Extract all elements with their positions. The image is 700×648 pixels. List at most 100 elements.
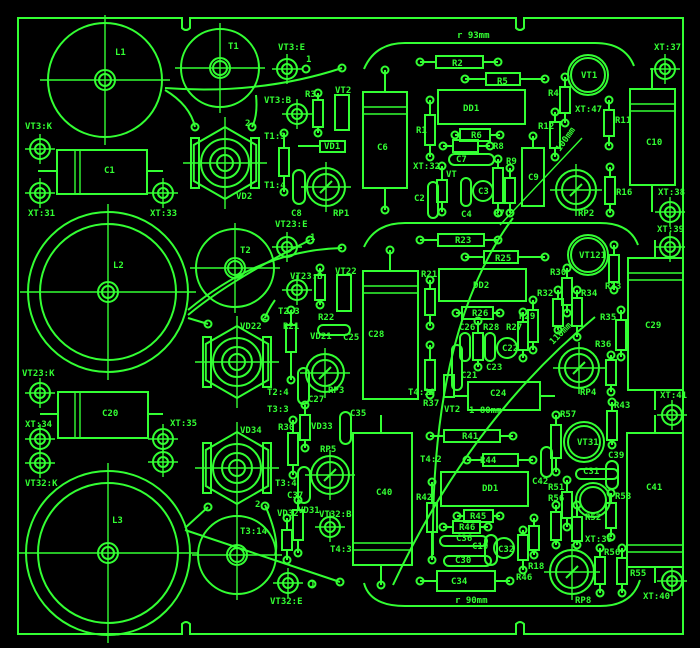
winding-lead xyxy=(187,239,311,316)
label-vd34: VD34 xyxy=(240,426,262,436)
capacitor-c21 xyxy=(451,344,463,391)
label-r9: R9 xyxy=(506,157,517,167)
label-r29: R29 xyxy=(519,312,535,322)
solder-pad xyxy=(301,64,311,74)
solder-pad xyxy=(493,57,503,67)
label-vt3-k: VT3:K xyxy=(25,122,53,132)
label-vt32-e: VT32:E xyxy=(270,597,303,607)
label-t4-10: T4:10 xyxy=(408,388,435,398)
label-r57: R57 xyxy=(560,410,576,420)
capacitor-c40 xyxy=(352,432,413,566)
solder-pad xyxy=(203,319,213,329)
components xyxy=(18,15,687,643)
solder-pad xyxy=(605,208,615,218)
label-rp3: RP3 xyxy=(328,386,344,396)
resistor-r2 xyxy=(435,55,484,69)
label-c23: C23 xyxy=(486,363,502,373)
diode-vd33 xyxy=(299,414,311,441)
resistor-r51 xyxy=(561,491,573,519)
label-c4: C4 xyxy=(461,210,472,220)
solder-pad xyxy=(528,345,538,355)
label-c40: C40 xyxy=(376,488,392,498)
label-r36: R36 xyxy=(595,340,611,350)
solder-pad xyxy=(595,543,605,553)
label-r22: R22 xyxy=(318,313,334,323)
label-d100: 100mm xyxy=(554,125,578,153)
label-xt38: XT:38 xyxy=(658,188,685,198)
label-r51: R51 xyxy=(548,483,564,493)
label-l1: L1 xyxy=(115,48,126,58)
label-r2: R2 xyxy=(452,59,463,69)
solder-pad xyxy=(572,285,582,295)
label-vt23-e: VT23:E xyxy=(275,220,308,230)
solder-pad xyxy=(604,95,614,105)
solder-pad xyxy=(425,275,435,285)
label-r52: R52 xyxy=(585,513,601,523)
solder-pad xyxy=(606,387,616,397)
solder-pad xyxy=(609,285,619,295)
resistor-r43 xyxy=(606,410,618,441)
solder-pad xyxy=(616,352,626,362)
label-r6: R6 xyxy=(471,131,482,141)
label-r12: R12 xyxy=(538,122,554,132)
label-vt23-k: VT23:K xyxy=(22,369,55,379)
solder-pad xyxy=(505,163,515,173)
solder-pad xyxy=(415,57,425,67)
label-rp5: RP5 xyxy=(320,445,336,455)
solder-pad xyxy=(415,235,425,245)
label-vt1: VT1 xyxy=(581,71,597,81)
label-vt32-k: VT32:K xyxy=(25,479,58,489)
label-r21: R21 xyxy=(283,322,299,332)
solder-pad xyxy=(293,495,303,505)
resistor-r9 xyxy=(504,177,516,204)
label-rp8: RP8 xyxy=(575,596,591,606)
label-r46: R46 xyxy=(459,523,475,533)
label-xt32: XT:32 xyxy=(413,162,440,172)
label-r30b: R30 xyxy=(278,423,294,433)
solder-pad xyxy=(473,316,483,326)
label-n2a: 2 xyxy=(245,119,250,129)
label-c28: C28 xyxy=(368,330,384,340)
capacitor-c36 xyxy=(439,535,488,547)
transistor-vt31 xyxy=(563,421,605,463)
solder-pad xyxy=(495,511,505,521)
label-vt23-b: VT23:B xyxy=(290,272,323,282)
capacitor-c23 xyxy=(484,332,496,362)
label-c42: C42 xyxy=(532,477,548,487)
resistor-r46 xyxy=(452,520,481,534)
component-labels: L1 T1 VT3:E 1 VT3:B 2 R3 VT2 VT3:K C1 XT… xyxy=(22,31,687,607)
label-vd33: VD33 xyxy=(311,422,333,432)
label-xt35: XT:35 xyxy=(170,419,197,429)
solder-pad xyxy=(528,455,538,465)
solder-pad xyxy=(529,513,539,523)
label-c2: C2 xyxy=(414,194,425,204)
solder-pad xyxy=(260,313,270,323)
solder-pad xyxy=(438,522,448,532)
resistor-r3 xyxy=(312,99,324,128)
diagonal-dimension xyxy=(499,137,583,226)
solder-pad xyxy=(607,440,617,450)
label-r30: R30 xyxy=(550,268,566,278)
label-vt121: VT121 xyxy=(579,251,606,261)
solder-pad xyxy=(529,550,539,560)
label-vt3-e: VT3:E xyxy=(278,43,305,53)
label-r18: R18 xyxy=(528,562,544,572)
transistor-round xyxy=(579,486,607,514)
solder-pad xyxy=(462,455,472,465)
resistor-r37 xyxy=(424,359,436,391)
label-vd2: VD2 xyxy=(236,192,252,202)
solder-pad xyxy=(518,353,528,363)
label-xt34: XT:34 xyxy=(25,420,53,430)
label-vd1: VD1 xyxy=(324,142,340,152)
label-r26: R26 xyxy=(472,309,488,319)
resistor-r57 xyxy=(550,424,562,459)
label-l3: L3 xyxy=(112,516,123,526)
diode-vd31 xyxy=(292,509,304,541)
label-t1-3: T1:3 xyxy=(264,132,286,142)
label-c31: C31 xyxy=(583,467,599,477)
solder-pad xyxy=(425,152,435,162)
resistor-r30 xyxy=(287,432,299,466)
solder-pad xyxy=(293,548,303,558)
solder-pad xyxy=(385,245,395,255)
